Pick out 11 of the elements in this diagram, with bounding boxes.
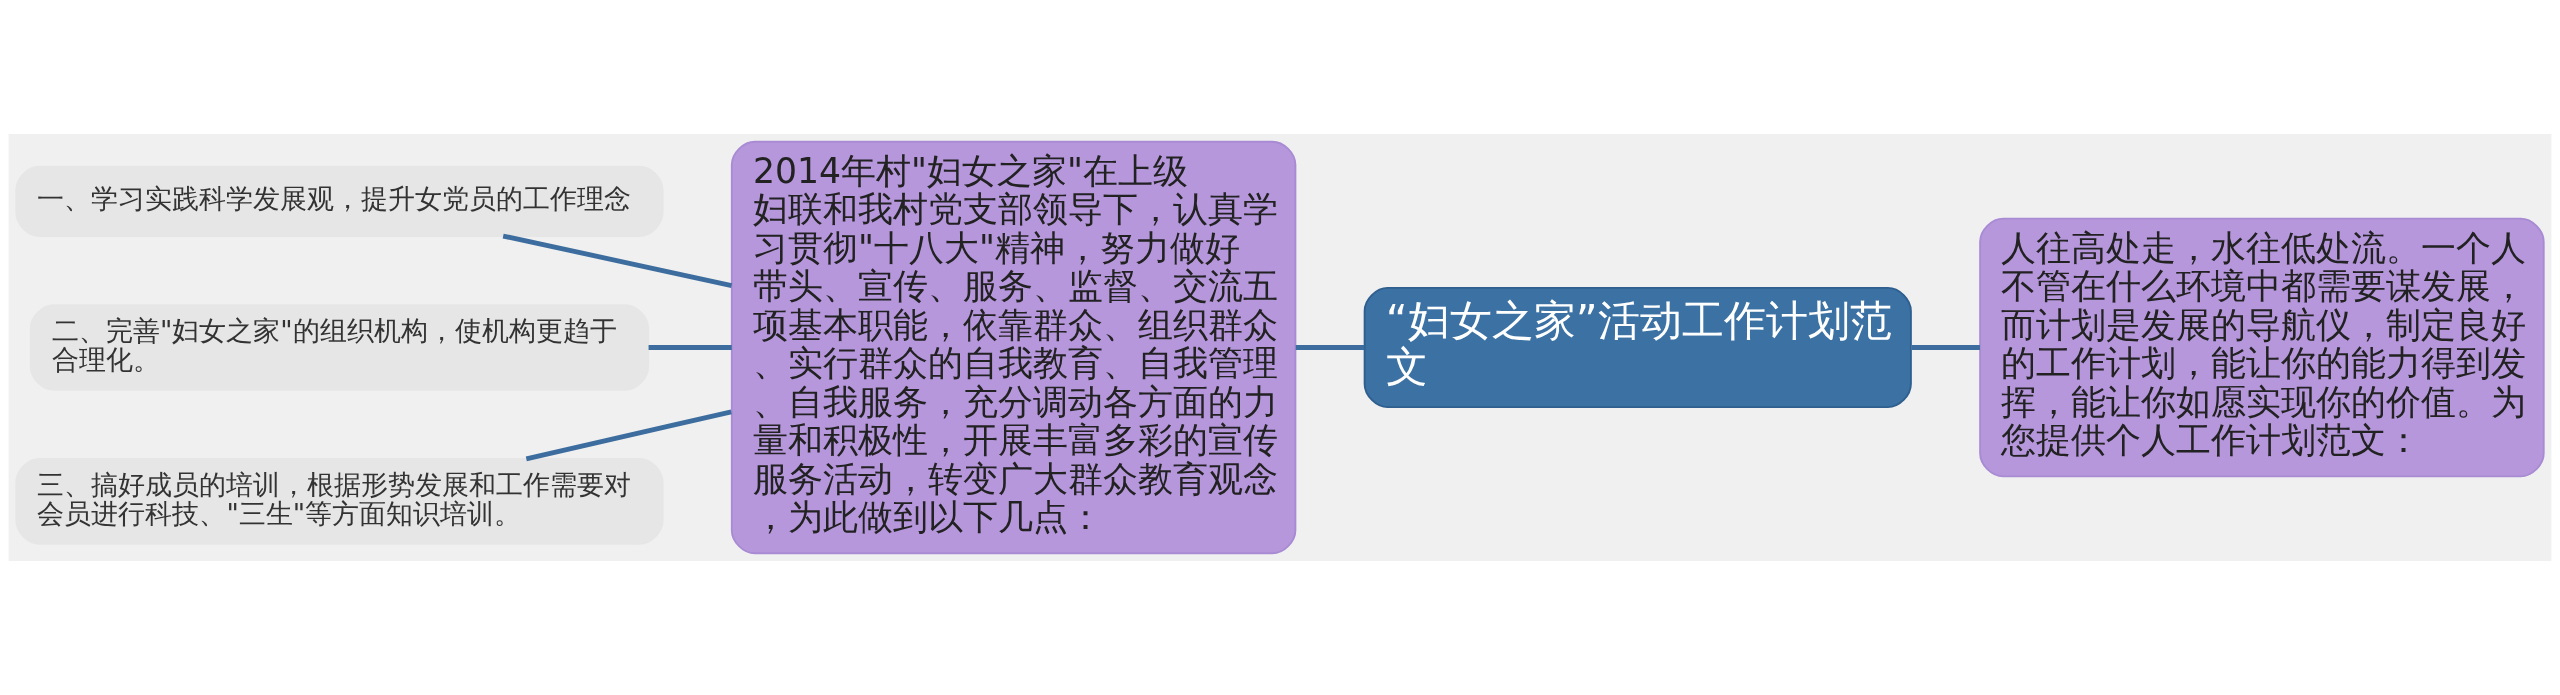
connector [525, 409, 732, 462]
connector [1295, 345, 1365, 350]
connector [502, 233, 733, 288]
connector [648, 345, 732, 350]
node-box: 人往高处走，水往低处流。一个人不管在什么环境中都需要谋发展，而计划是发展的导航仪，制定良好的工作计划，能让你的能力得到发挥，能让你如愿实现你的价值。为您提供个人工作计划范文： [1979, 217, 2545, 478]
node-box: 2014年村"妇女之家"在上级妇联和我村党支部领导下，认真学习贯彻"十八大"精神，努力做好带头、宣传、服务、监督、交流五项基本职能，依靠群众、组织群众、实行群众的自我教育、自我管理、自我服务，充分调动各方面的力量和积极性，开展丰富多彩的宣传服务活动，转变广大群众教育观念，为此做到以下几点： [730, 140, 1297, 555]
node-box: “妇女之家”活动工作计划范文 [1363, 286, 1912, 409]
node-box: 一、学习实践科学发展观，提升女党员的工作理念 [15, 165, 664, 237]
node-box: 二、完善"妇女之家"的组织机构，使机构更趋于合理化。 [29, 304, 650, 391]
node-box: 三、搞好成员的培训，根据形势发展和工作需要对会员进行科技、"三生"等方面知识培训。 [15, 458, 664, 545]
connector [1911, 345, 1980, 350]
